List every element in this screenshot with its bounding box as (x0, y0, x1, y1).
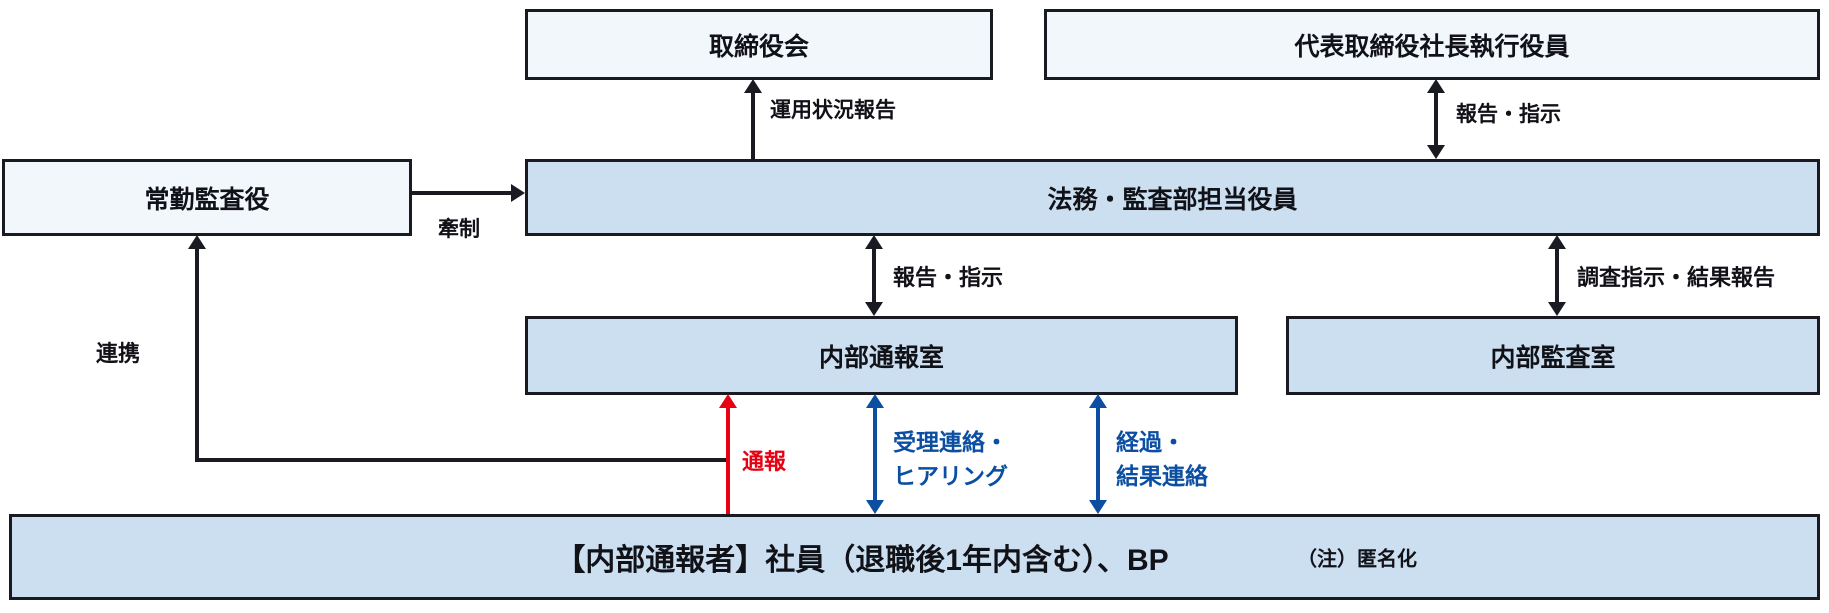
box-internal-reporting-office-label: 内部通報室 (818, 343, 944, 372)
box-legal-audit-officer: 法務・監査部担当役員 (525, 159, 1820, 236)
arrow-line (1434, 92, 1438, 147)
arrow-line (412, 191, 511, 195)
label-investigation-instruction: 調査指示・結果報告 (1577, 265, 1776, 290)
box-whistleblower: 【内部通報者】社員（退職後1年内含む）、BP （注）匿名化 (9, 514, 1820, 600)
arrow-line (873, 406, 877, 502)
arrow-line (1096, 406, 1100, 502)
box-legal-audit-officer-label: 法務・監査部担当役員 (1047, 185, 1298, 214)
arrow-head-up-icon (719, 394, 737, 408)
arrow-head-down-icon (865, 302, 883, 316)
arrow-line (726, 406, 730, 514)
arrow-head-up-icon (866, 394, 884, 408)
arrow-line (751, 92, 755, 159)
arrow-head-up-icon (744, 79, 762, 93)
arrow-head-up-icon (1089, 394, 1107, 408)
box-president-executive-officer: 代表取締役社長執行役員 (1044, 9, 1820, 80)
label-report-instruction-mid: 報告・指示 (893, 265, 1004, 290)
box-internal-reporting-office: 内部通報室 (525, 316, 1238, 395)
box-board-of-directors-label: 取締役会 (708, 32, 809, 61)
label-progress-result-line2: 結果連絡 (1116, 463, 1208, 489)
box-whistleblower-label: 【内部通報者】社員（退職後1年内含む）、BP (555, 544, 1169, 577)
box-standing-auditor-label: 常勤監査役 (144, 185, 270, 214)
box-standing-auditor: 常勤監査役 (2, 159, 412, 236)
label-report-instruction-top: 報告・指示 (1456, 103, 1561, 126)
arrow-head-down-icon (1427, 145, 1445, 159)
label-progress-result: 経過・ 結果連絡 (1116, 425, 1208, 493)
box-president-executive-officer-label: 代表取締役社長執行役員 (1294, 32, 1570, 61)
box-internal-audit-office-label: 内部監査室 (1490, 343, 1616, 372)
arrow-head-up-icon (1548, 235, 1566, 249)
label-operation-status-report: 運用状況報告 (770, 99, 896, 122)
arrow-head-down-icon (866, 500, 884, 514)
arrow-head-down-icon (1089, 500, 1107, 514)
arrow-head-down-icon (1548, 302, 1566, 316)
arrow-head-up-icon (865, 235, 883, 249)
label-acceptance-hearing-line1: 受理連絡・ (893, 429, 1008, 455)
arrow-head-up-icon (188, 235, 206, 249)
arrow-line (1555, 248, 1559, 302)
label-progress-result-line1: 経過・ (1116, 429, 1185, 455)
label-whistle-report: 通報 (742, 449, 787, 474)
box-board-of-directors: 取締役会 (525, 9, 993, 80)
arrow-line-vertical (195, 248, 199, 460)
label-acceptance-hearing: 受理連絡・ ヒアリング (893, 425, 1008, 493)
arrow-line (872, 248, 876, 302)
box-whistleblower-note: （注）匿名化 (1297, 548, 1417, 571)
arrow-line-horizontal (195, 458, 730, 462)
arrow-head-up-icon (1427, 79, 1445, 93)
label-cooperation: 連携 (96, 341, 141, 366)
box-internal-audit-office: 内部監査室 (1286, 316, 1820, 395)
label-check: 牽制 (438, 218, 480, 241)
arrow-head-right-icon (511, 184, 525, 202)
label-acceptance-hearing-line2: ヒアリング (893, 463, 1008, 489)
